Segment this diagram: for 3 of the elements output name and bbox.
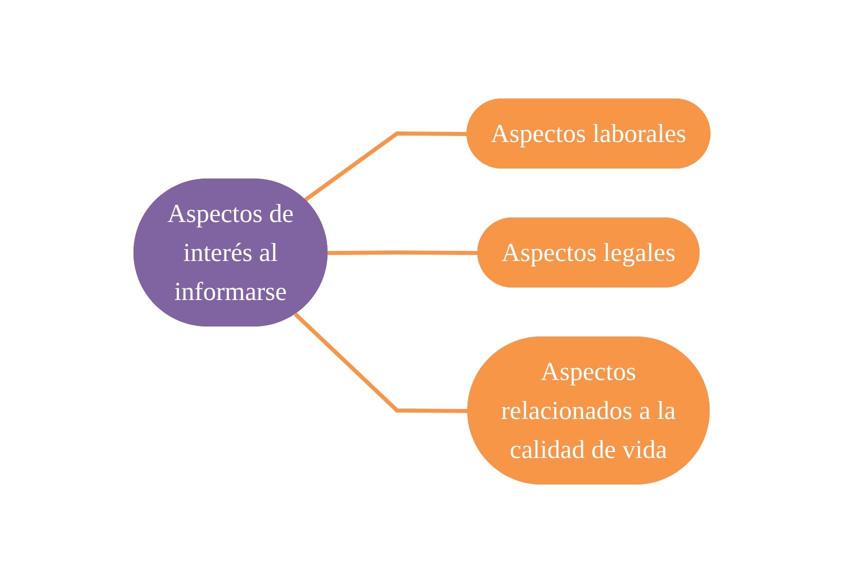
connector (293, 312, 468, 413)
connector (327, 250, 478, 255)
connector (303, 132, 468, 202)
